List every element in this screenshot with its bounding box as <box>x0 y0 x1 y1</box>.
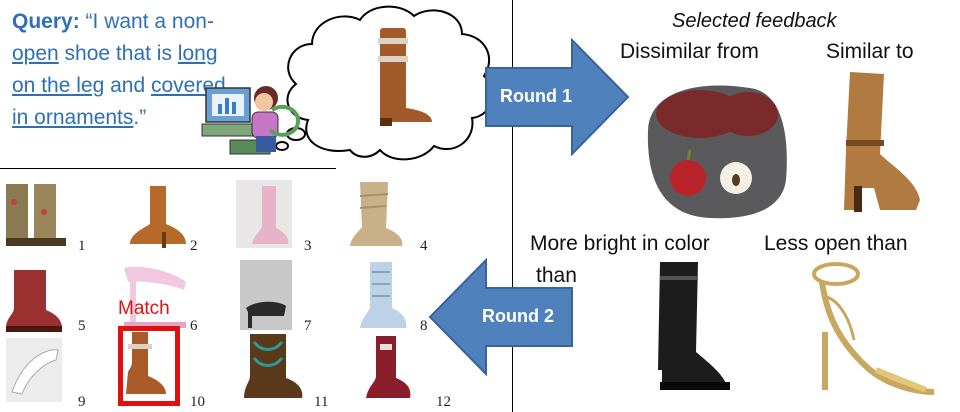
shoe-thumb-8 <box>360 262 407 328</box>
shoe-number: 10 <box>190 394 205 410</box>
round2-label: Round 2 <box>482 306 554 326</box>
feedback-less-open-label: Less open than <box>764 232 908 255</box>
query-part: “I want a non- <box>85 10 214 33</box>
round2-arrow <box>428 258 573 376</box>
query-keyword-open: open <box>12 42 59 65</box>
shoe-number: 12 <box>436 394 451 410</box>
query-keyword-long-on-leg: long on the leg <box>12 42 218 97</box>
shoe-number: 4 <box>420 238 428 254</box>
shoe-number: 3 <box>304 238 312 254</box>
shoe-number: 9 <box>78 394 86 410</box>
shoe-thumb-5 <box>6 270 62 332</box>
thought-illustration <box>201 5 494 161</box>
selected-feedback-title: Selected feedback <box>672 10 837 32</box>
query-part: and <box>104 74 151 97</box>
shoe-number: 7 <box>304 318 312 334</box>
query-text: Query: “I want a non-open shoe that is l… <box>12 6 242 134</box>
round1-label: Round 1 <box>500 86 572 106</box>
query-part: .” <box>133 106 147 129</box>
shoe-thumb-11 <box>244 334 303 398</box>
divider-vertical <box>512 0 513 412</box>
person-at-computer-icon <box>201 86 301 155</box>
shoe-number: 5 <box>78 318 86 334</box>
shoe-number: 8 <box>420 318 428 334</box>
shoe-thumb-12 <box>366 336 411 398</box>
shoe-number: 1 <box>78 238 86 254</box>
shoe-number: 2 <box>190 238 198 254</box>
feedback-similar-label: Similar to <box>826 40 914 63</box>
shoe-thumb-1 <box>6 184 66 246</box>
match-label: Match <box>118 298 170 319</box>
shoe-grid <box>6 180 411 402</box>
boot-icon-thought <box>378 28 432 126</box>
shoe-thumb-3 <box>236 180 292 248</box>
round1-arrow <box>485 38 630 156</box>
felt-slipper-image <box>647 85 787 219</box>
tan-boot-image <box>844 72 920 212</box>
shoe-thumb-6 <box>124 266 186 328</box>
feedback-brighter-label: More bright in color <box>530 232 710 255</box>
black-boot-image <box>658 262 730 390</box>
shoe-number: 6 <box>190 318 198 334</box>
match-highlight-box <box>118 326 180 406</box>
shoe-number: 11 <box>314 394 329 410</box>
query-part: shoe that is <box>58 42 178 65</box>
shoe-thumb-10 <box>126 332 166 394</box>
divider-horizontal <box>0 168 336 169</box>
feedback-brighter-label-cont: than <box>536 264 577 287</box>
shoe-thumb-4 <box>350 182 403 246</box>
shoe-thumb-9 <box>6 338 62 402</box>
shoe-thumb-7 <box>240 260 292 330</box>
gold-sandal-image <box>812 262 935 395</box>
feedback-shoes <box>647 72 935 395</box>
feedback-dissimilar-label: Dissimilar from <box>620 40 759 63</box>
query-label: Query: <box>12 10 80 33</box>
shoe-thumb-2 <box>130 186 186 248</box>
